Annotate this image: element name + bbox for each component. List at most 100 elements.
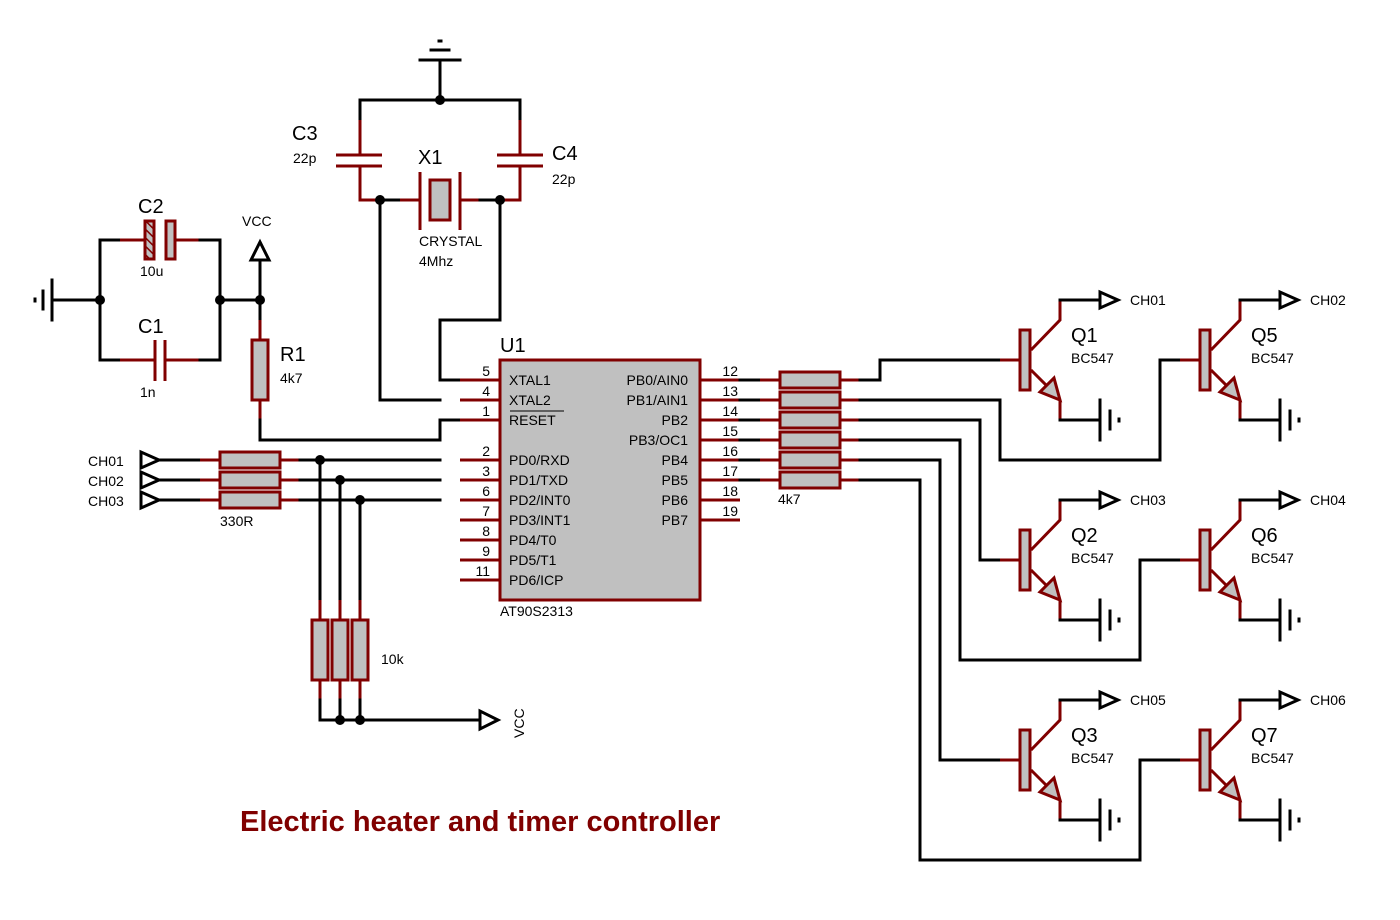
pin-name: PD1/TXD [509, 472, 568, 488]
pin-name: RESET [509, 412, 556, 428]
emitter-arrow-icon [1217, 575, 1243, 603]
c3-value: 22p [293, 150, 317, 166]
pin-name: PD3/INT1 [509, 512, 571, 528]
emitter-arrow-icon [1037, 575, 1063, 603]
pin-number: 19 [722, 503, 738, 519]
pin-number: 3 [482, 463, 490, 479]
crystal-oscillator: C3 22p C4 22p X1 CRYSTAL 4Mhz [292, 39, 578, 402]
pin-number: 5 [482, 363, 490, 379]
pin-number: 17 [722, 463, 738, 479]
pin-number: 4 [482, 383, 490, 399]
c1-value: 1n [140, 384, 156, 400]
pin-number: 13 [722, 383, 738, 399]
output-terminal-icon [1098, 489, 1122, 511]
pin-name: XTAL2 [509, 392, 551, 408]
resistor-330r [218, 490, 282, 510]
output-terminal-icon [1278, 689, 1302, 711]
pin-name: PB3/OC1 [629, 432, 688, 448]
c2-value: 10u [140, 263, 163, 279]
output-label: CH01 [1130, 292, 1166, 308]
input-terminal-icon [139, 489, 163, 511]
r1-ref: R1 [280, 344, 306, 366]
input-terminal-icon [139, 449, 163, 471]
junction-dot [435, 95, 445, 105]
output-terminal-icon [1098, 289, 1122, 311]
pin-name: PD5/T1 [509, 552, 557, 568]
pin-number: 7 [482, 503, 490, 519]
c4-ref: C4 [552, 143, 578, 165]
vcc-terminal: VCC [242, 213, 272, 322]
c4-value: 22p [552, 171, 576, 187]
r-pullup-value: 10k [381, 651, 405, 667]
output-label: CH02 [1310, 292, 1346, 308]
transistor-part: BC547 [1251, 350, 1294, 366]
ground-icon [418, 39, 462, 102]
pin-name: PD0/RXD [509, 452, 570, 468]
transistor-part: BC547 [1251, 550, 1294, 566]
pin-number: 12 [722, 363, 738, 379]
output-label: CH05 [1130, 692, 1166, 708]
output-terminal-icon [1098, 689, 1122, 711]
resistor-10k [310, 618, 330, 682]
x1-value: 4Mhz [419, 253, 453, 269]
pin-name: PB6 [662, 492, 689, 508]
capacitor-c3: C3 22p [292, 120, 382, 202]
transistor-part: BC547 [1071, 750, 1114, 766]
pin-number: 18 [722, 483, 738, 499]
pin-name: PB4 [662, 452, 689, 468]
resistor-330r [218, 450, 282, 470]
emitter-arrow-icon [1217, 775, 1243, 803]
emitter-arrow-icon [1037, 375, 1063, 403]
resistor-4k7 [778, 450, 842, 470]
routing-wires [858, 358, 1182, 862]
microcontroller-u1: U1 AT90S2313 5XTAL14XTAL21RESET2PD0/RXD3… [460, 335, 740, 619]
vcc-label: VCC [242, 213, 272, 229]
c3-ref: C3 [292, 123, 318, 145]
resistor-10k [350, 618, 370, 682]
schematic-title: Electric heater and timer controller [240, 806, 720, 838]
transistor-ref: Q2 [1071, 525, 1098, 547]
capacitor-c1: C1 1n [120, 316, 200, 400]
resistor-4k7 [778, 370, 842, 390]
pin-number: 15 [722, 423, 738, 439]
resistor-4k7 [778, 390, 842, 410]
input-network: CH01 CH02 CH03 330R 10k VCC [88, 449, 527, 738]
pin-name: PD4/T0 [509, 532, 557, 548]
power-filter: C2 10u C1 1n VCC R1 4k7 [33, 196, 462, 442]
pin-name: XTAL1 [509, 372, 551, 388]
pin-number: 2 [482, 443, 490, 459]
capacitor-c2: C2 10u [120, 196, 200, 279]
transistor-part: BC547 [1071, 550, 1114, 566]
output-label: CH03 [1130, 492, 1166, 508]
input-row [139, 489, 442, 722]
input-row [139, 449, 442, 722]
pin-name: PB1/AIN1 [627, 392, 689, 408]
resistor-330r [218, 470, 282, 490]
resistor-4k7 [778, 430, 842, 450]
output-label: CH06 [1310, 692, 1346, 708]
input-terminal-icon [139, 469, 163, 491]
pin-name: PD2/INT0 [509, 492, 571, 508]
pin-number: 8 [482, 523, 490, 539]
input-ch01: CH01 [88, 453, 124, 469]
pin-number: 6 [482, 483, 490, 499]
crystal-x1: X1 CRYSTAL 4Mhz [378, 147, 502, 269]
transistor-part: BC547 [1071, 350, 1114, 366]
pin-name: PD6/ICP [509, 572, 563, 588]
u1-part: AT90S2313 [500, 603, 573, 619]
pin-number: 16 [722, 443, 738, 459]
r1-value: 4k7 [280, 370, 303, 386]
pin-name: PB7 [662, 512, 689, 528]
resistor-r1: R1 4k7 [250, 320, 306, 420]
c2-ref: C2 [138, 196, 164, 218]
transistor-part: BC547 [1251, 750, 1294, 766]
input-ch02: CH02 [88, 473, 124, 489]
input-row [139, 469, 442, 722]
